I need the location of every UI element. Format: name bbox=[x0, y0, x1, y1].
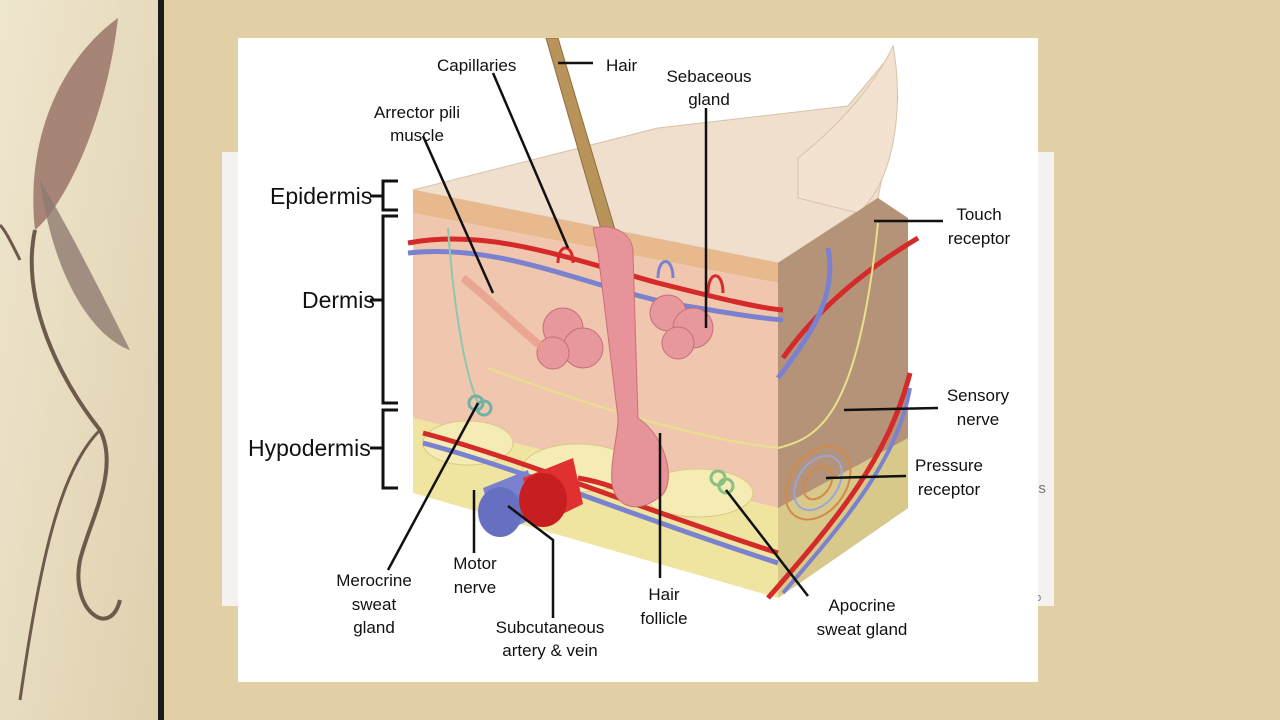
left-decor-panel bbox=[0, 0, 158, 720]
sensory-nerve-path bbox=[487, 222, 879, 450]
subcutaneous-label-line2: artery & vein bbox=[502, 641, 597, 660]
dried-leaf-branch-image bbox=[0, 18, 130, 701]
capillaries-label: Capillaries bbox=[437, 56, 516, 75]
side-artery-1 bbox=[780, 235, 920, 360]
pressure-receptor-label-line2: receptor bbox=[918, 480, 981, 499]
sebaceous-gland-shape bbox=[536, 294, 714, 370]
side-artery-2 bbox=[766, 372, 913, 600]
sebaceous-gland-label-line1: Sebaceous bbox=[666, 67, 751, 86]
arrector-pili-shape bbox=[460, 274, 546, 352]
hypodermis-label: Hypodermis bbox=[248, 435, 371, 461]
leader-lines bbox=[386, 61, 943, 618]
skin-flap bbox=[797, 44, 898, 214]
side-vein-1 bbox=[775, 247, 833, 380]
pressure-receptor-shape bbox=[784, 445, 852, 521]
artery-upper bbox=[407, 236, 784, 313]
hair-follicle-shape bbox=[592, 226, 669, 508]
apocrine-gland-shape bbox=[709, 469, 735, 495]
hair-label: Hair bbox=[606, 56, 638, 75]
hair-follicle-label-line1: Hair bbox=[648, 585, 680, 604]
epidermis-label: Epidermis bbox=[270, 183, 372, 209]
motor-nerve-label-line2: nerve bbox=[454, 578, 497, 597]
vein-lower bbox=[422, 440, 779, 566]
side-vein-2 bbox=[781, 387, 912, 595]
apocrine-label-line1: Apocrine bbox=[828, 596, 895, 615]
merocrine-label-line1: Merocrine bbox=[336, 571, 412, 590]
merocrine-label-line3: gland bbox=[353, 618, 395, 637]
subcutaneous-label-line1: Subcutaneous bbox=[496, 618, 605, 637]
merocrine-gland-shape bbox=[467, 394, 493, 417]
merocrine-label-line2: sweat bbox=[352, 595, 397, 614]
vertical-divider bbox=[158, 0, 164, 720]
hair-follicle-label-line2: follicle bbox=[640, 609, 687, 628]
apocrine-label-line2: sweat gland bbox=[817, 620, 908, 639]
hypodermis-layer bbox=[413, 418, 778, 598]
pressure-receptor-label-line1: Pressure bbox=[915, 456, 983, 475]
touch-receptor-label-line2: receptor bbox=[948, 229, 1011, 248]
layer-brackets bbox=[370, 179, 398, 490]
sensory-nerve-label-line2: nerve bbox=[957, 410, 1000, 429]
skin-cross-section-diagram: Epidermis Dermis Hypodermis Capillaries … bbox=[248, 38, 1011, 660]
dermis-label: Dermis bbox=[302, 287, 375, 313]
touch-receptor-label-line1: Touch bbox=[956, 205, 1001, 224]
artery-lower bbox=[422, 430, 779, 556]
arrector-pili-label-line1: Arrector pili bbox=[374, 103, 460, 122]
sebaceous-gland-label-line2: gland bbox=[688, 90, 730, 109]
sensory-nerve-label-line1: Sensory bbox=[947, 386, 1010, 405]
arrector-pili-label-line2: muscle bbox=[390, 126, 444, 145]
motor-nerve-path bbox=[447, 227, 479, 404]
skin-diagram-card: Epidermis Dermis Hypodermis Capillaries … bbox=[238, 38, 1038, 682]
motor-nerve-label-line1: Motor bbox=[453, 554, 497, 573]
